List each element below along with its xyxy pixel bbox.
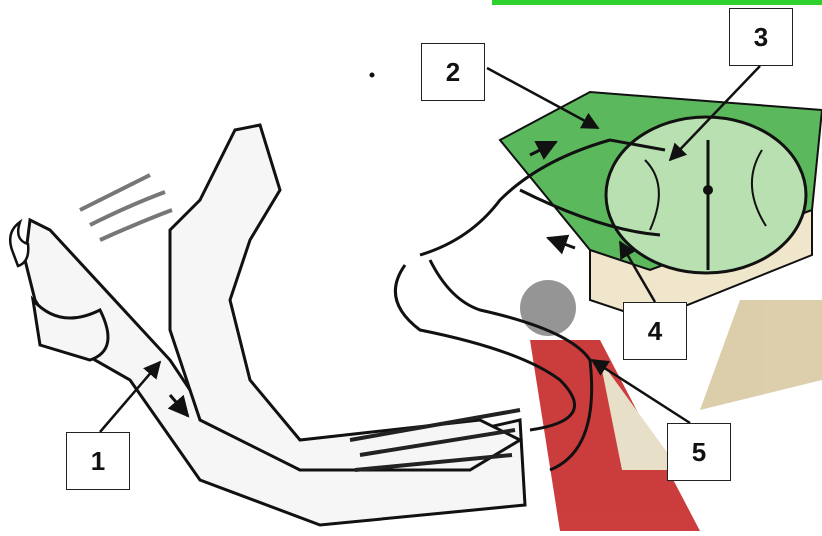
- label-box-4: 4: [623, 302, 687, 360]
- watermark-head-grey: [520, 280, 576, 336]
- stray-dot: [370, 73, 375, 78]
- label-box-1: 1: [66, 432, 130, 490]
- label-box-3: 3: [729, 8, 793, 66]
- spinal-cord-section: [606, 117, 806, 273]
- central-canal: [703, 185, 713, 195]
- label-box-5: 5: [667, 423, 731, 481]
- label-box-2: 2: [421, 43, 485, 101]
- watermark-tan-shape: [700, 300, 822, 410]
- motion-lines: [80, 175, 172, 240]
- flame-icon: [10, 222, 28, 266]
- accent-strip: [492, 0, 822, 5]
